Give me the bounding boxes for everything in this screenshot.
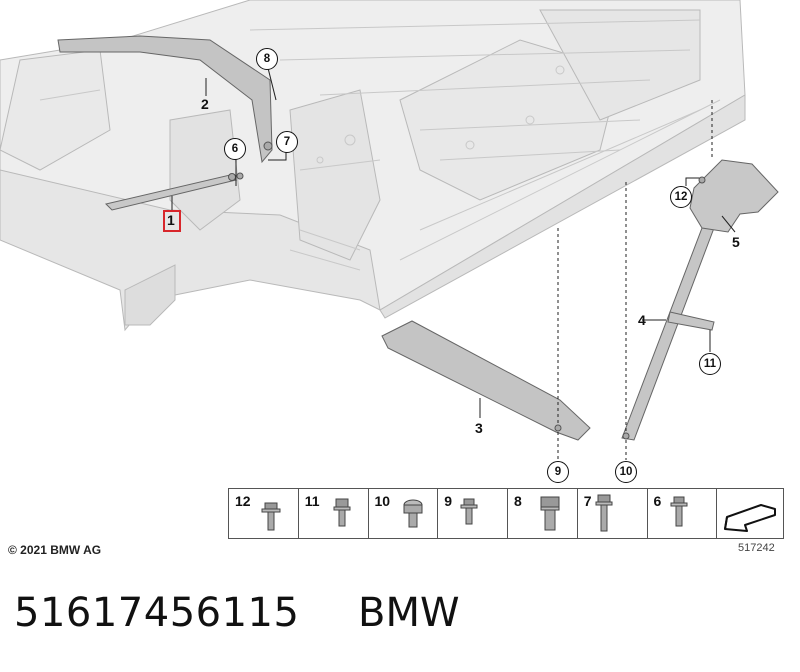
fastener-cell: 10	[369, 489, 439, 538]
part-diagonal-brace	[621, 227, 715, 441]
callout-8: 8	[256, 48, 278, 70]
leader-lines	[171, 67, 736, 418]
flange-bolt-icon	[670, 496, 687, 527]
parts-diagram	[0, 0, 779, 460]
part-number: 51617456115	[14, 590, 300, 636]
part-strut-brace	[57, 35, 273, 164]
large-hex-bolt-icon	[540, 496, 560, 531]
callout-6: 6	[224, 138, 246, 160]
callout-2: 2	[201, 96, 209, 112]
callout-1: 1	[167, 212, 175, 228]
callout-12: 12	[670, 186, 692, 208]
callout-5: 5	[732, 234, 740, 250]
fastener-cell: 8	[508, 489, 578, 538]
part-bracket	[689, 159, 779, 233]
fastener-number: 12	[235, 493, 251, 509]
fastener-cell: 6	[648, 489, 718, 538]
copyright-text: © 2021 BMW AG	[8, 543, 102, 557]
diagram-fasteners	[236, 141, 706, 440]
callout-7: 7	[276, 131, 298, 153]
hex-bolt-icon	[333, 498, 351, 527]
highlighted-callout-1	[163, 210, 181, 232]
fastener-cell: 11	[299, 489, 369, 538]
fastener-table: 12 11 10 9 8 7	[228, 488, 784, 539]
part-underbody-panel	[381, 320, 591, 441]
fastener-cell: 7	[578, 489, 648, 538]
fastener-number: 8	[514, 493, 522, 509]
fastener-number: 9	[444, 493, 453, 509]
callout-11: 11	[699, 353, 721, 375]
small-flange-bolt-icon	[460, 498, 478, 525]
callout-4: 4	[638, 312, 646, 328]
long-bolt-icon	[595, 494, 613, 532]
callout-10: 10	[615, 461, 637, 483]
part-tension-strut-end	[228, 173, 236, 181]
fastener-cell: 12	[229, 489, 299, 538]
fastener-number: 6	[653, 493, 662, 509]
brand-name: BMW	[358, 590, 460, 636]
torx-screw-icon	[403, 499, 422, 528]
fastener-number: 7	[583, 493, 592, 509]
callout-3: 3	[475, 420, 483, 436]
callout-9: 9	[547, 461, 569, 483]
fastener-number: 11	[304, 493, 320, 509]
dashed-leader-lines	[557, 100, 713, 460]
direction-arrow-icon	[724, 504, 777, 532]
fastener-cell: 9	[438, 489, 508, 538]
diagram-id: 517242	[738, 542, 775, 554]
vehicle-body-detail-lines	[39, 19, 721, 271]
part-diagonal-brace-arm	[667, 311, 715, 331]
navigation-arrow-cell[interactable]	[717, 489, 783, 538]
flange-bolt-icon	[261, 502, 281, 531]
vehicle-body-shell	[0, 0, 746, 332]
fastener-number: 10	[374, 493, 391, 509]
